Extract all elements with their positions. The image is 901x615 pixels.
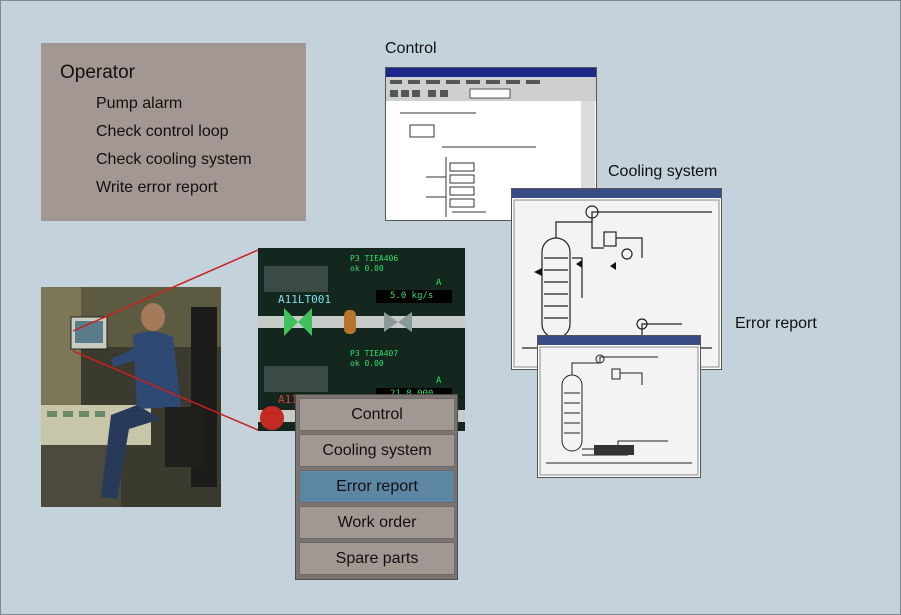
error-window-titlebar	[538, 336, 700, 345]
error-window-content	[539, 346, 699, 476]
control-window-titlebar	[386, 68, 596, 77]
hmi-tag-2-sub: ok 0.00	[350, 359, 384, 368]
hmi-tag-1-sub: ok 0.00	[350, 264, 384, 273]
hmi-tag-1: P3 TIEA406	[350, 254, 399, 263]
menu-item-control[interactable]: Control	[299, 398, 455, 431]
menu-panel: Control Cooling system Error report Work…	[295, 394, 458, 580]
hmi-alarm-2: A	[436, 376, 442, 386]
menu-item-work-order[interactable]: Work order	[299, 506, 455, 539]
hmi-level-tag: A11LT001	[278, 293, 331, 306]
control-screenshot-label: Control	[385, 40, 437, 57]
task-check-cooling-system: Check cooling system	[96, 151, 252, 168]
error-screenshot-label: Error report	[735, 315, 817, 332]
task-write-error-report: Write error report	[96, 179, 218, 196]
cooling-window-titlebar	[512, 189, 721, 198]
hmi-value-1: 5.0 kg/s	[390, 291, 434, 301]
hmi-tag-2: P3 TIEA407	[350, 349, 399, 358]
menu-item-error-report[interactable]: Error report	[299, 470, 455, 503]
operator-photo	[41, 287, 221, 507]
operator-title: Operator	[60, 62, 135, 83]
task-check-control-loop: Check control loop	[96, 123, 229, 140]
menu-item-spare-parts[interactable]: Spare parts	[299, 542, 455, 575]
hmi-alarm-1: A	[436, 278, 442, 288]
operator-at-console-image	[41, 287, 221, 507]
error-report-window-screenshot	[537, 335, 701, 478]
control-window-screenshot	[385, 67, 597, 221]
cooling-screenshot-label: Cooling system	[608, 163, 718, 180]
task-pump-alarm: Pump alarm	[96, 95, 183, 112]
menu-item-cooling-system[interactable]: Cooling system	[299, 434, 455, 467]
operator-task-box: Operator Pump alarm Check control loop C…	[41, 43, 306, 221]
